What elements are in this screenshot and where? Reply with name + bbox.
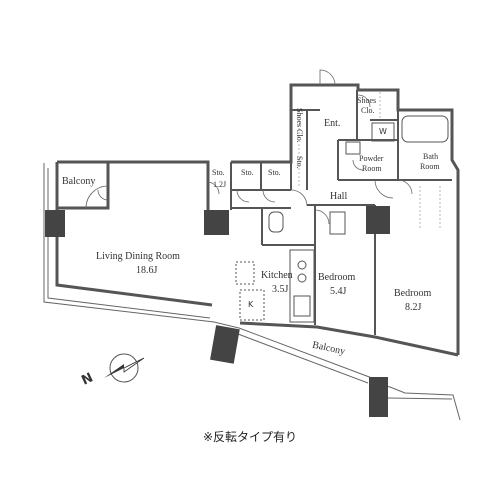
label-powder-room-2: Room [362, 164, 382, 173]
label-living-dining-room: Living Dining Room [96, 251, 180, 262]
label-storage-2: Sto. [241, 168, 254, 177]
label-entrance: Ent. [324, 118, 341, 129]
interior-walls [230, 90, 452, 335]
fridge-mark: K [248, 300, 254, 309]
label-shoes-closet-top-1: Shoes [357, 96, 377, 105]
label-powder-room-1: Powder [359, 154, 384, 163]
label-bedroom-1: Bedroom [318, 272, 356, 283]
label-bedroom-1-size: 5.4J [330, 286, 347, 297]
label-shoes-closet-top-2: Clo. [361, 106, 375, 115]
label-living-dining-size: 18.6J [136, 265, 158, 276]
kitchen-counter [235, 249, 315, 323]
compass [104, 353, 145, 383]
door-swings [85, 69, 413, 225]
label-shoes-closet-side: Shoes Clo. [295, 108, 304, 143]
bathtub [401, 115, 449, 143]
label-storage-3: Sto. [268, 168, 281, 177]
washbasin [345, 141, 361, 155]
closet-shelves [298, 92, 441, 230]
label-kitchen: Kitchen [261, 270, 293, 281]
washer-box [371, 122, 395, 142]
label-bedroom-2-size: 8.2J [405, 302, 422, 313]
exterior-walls [55, 83, 460, 357]
label-storage-1-size: 1.2J [213, 180, 227, 189]
label-bath-room-1: Bath [423, 152, 439, 161]
structural-columns [45, 206, 390, 417]
label-balcony-small: Balcony [62, 176, 96, 187]
label-kitchen-size: 3.5J [272, 284, 289, 295]
label-bath-room-2: Room [420, 162, 440, 171]
reverse-type-note: ※反転タイプ有り [202, 430, 298, 444]
toilet [268, 211, 284, 233]
label-storage-1: Sto. [212, 168, 225, 177]
washer-mark: W [379, 127, 387, 136]
basin-counter [329, 211, 346, 235]
label-storage-4: Sto. [295, 156, 304, 169]
label-bedroom-2: Bedroom [394, 288, 432, 299]
label-hall: Hall [330, 191, 348, 202]
